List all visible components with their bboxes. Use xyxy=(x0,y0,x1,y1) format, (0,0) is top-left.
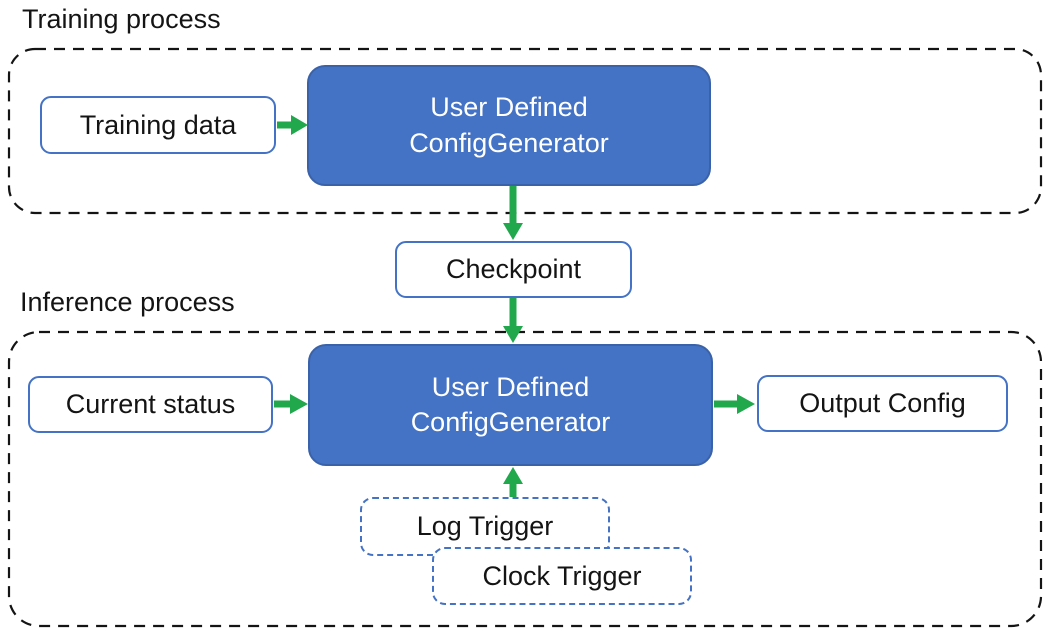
training-generator-line1: User Defined xyxy=(430,92,588,123)
training-config-generator-node: User Defined ConfigGenerator xyxy=(307,65,711,186)
inference-generator-line1: User Defined xyxy=(431,371,590,402)
arrow-training-data-to-generator xyxy=(277,115,308,135)
arrow-generator-to-checkpoint xyxy=(503,186,523,240)
arrow-generator-to-output-config xyxy=(714,394,755,414)
output-config-node: Output Config xyxy=(757,375,1008,432)
training-process-label: Training process xyxy=(22,4,221,34)
current-status-node: Current status xyxy=(28,376,273,433)
inference-generator-line2: ConfigGenerator xyxy=(410,407,611,437)
arrow-trigger-to-generator xyxy=(503,467,523,497)
inference-process-label: Inference process xyxy=(20,287,235,317)
inference-config-generator-node: User Defined ConfigGenerator xyxy=(308,344,713,466)
checkpoint-node: Checkpoint xyxy=(395,241,632,298)
current-status-label: Current status xyxy=(65,389,236,419)
clock-trigger-node: Clock Trigger xyxy=(432,547,692,605)
arrow-checkpoint-to-generator xyxy=(503,298,523,343)
output-config-label: Output Config xyxy=(799,388,966,418)
checkpoint-label: Checkpoint xyxy=(445,254,582,284)
training-data-label: Training data xyxy=(79,109,237,140)
training-data-node: Training data xyxy=(40,96,276,154)
arrow-current-status-to-generator xyxy=(274,394,308,414)
training-generator-line2: ConfigGenerator xyxy=(409,127,609,158)
clock-trigger-label: Clock Trigger xyxy=(482,560,642,591)
log-trigger-label: Log Trigger xyxy=(416,511,554,541)
